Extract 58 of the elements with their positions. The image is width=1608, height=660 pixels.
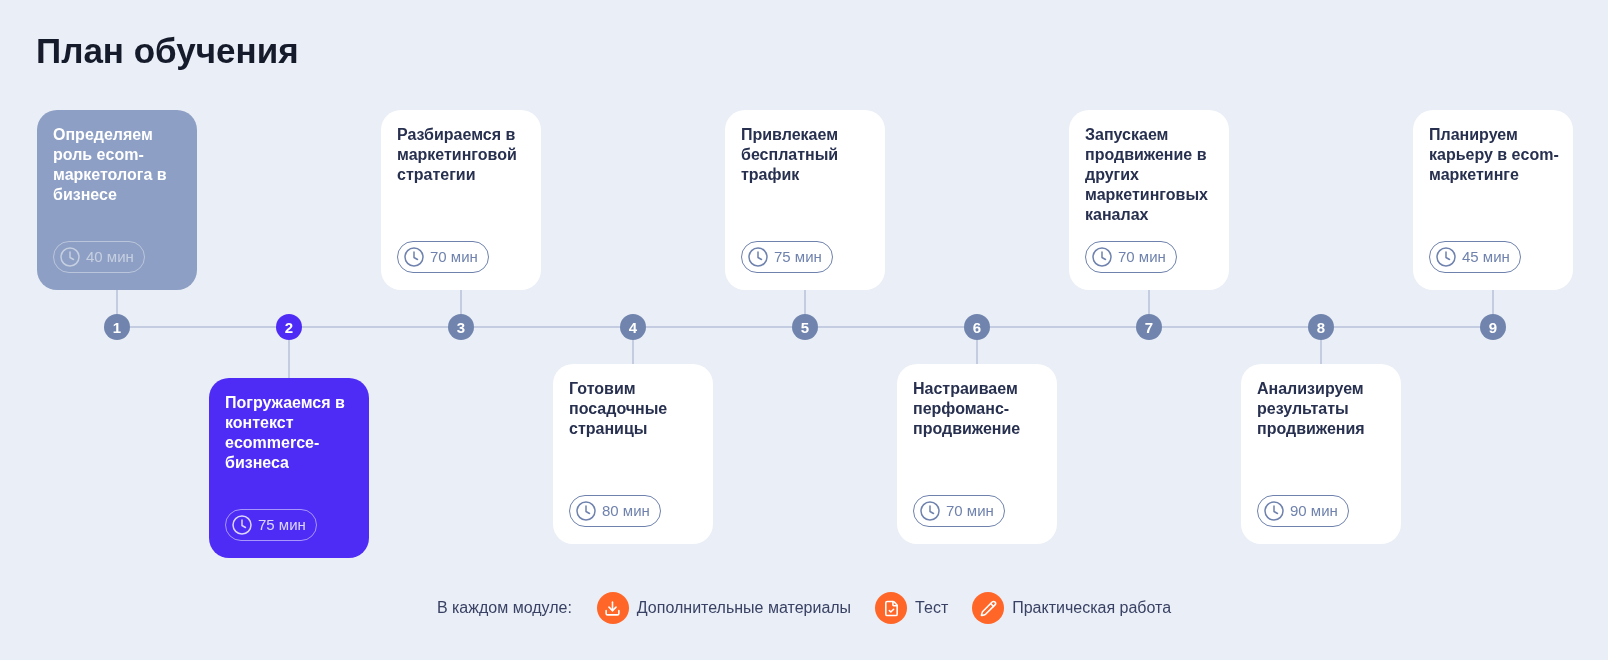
module-title: Анализируем результаты продвижения [1257, 379, 1366, 439]
module-card [1413, 110, 1573, 290]
step-marker: 1 [104, 314, 130, 340]
duration-label: 70 мин [946, 502, 994, 520]
connector-line [817, 326, 965, 328]
connector-line [301, 326, 449, 328]
duration-label: 40 мин [86, 248, 134, 266]
connector-line [1161, 326, 1309, 328]
module-card [1241, 364, 1401, 544]
connector-line [804, 289, 806, 315]
step-marker: 7 [1136, 314, 1162, 340]
duration-label: 45 мин [1462, 248, 1510, 266]
duration-label: 75 мин [774, 248, 822, 266]
connector-line [989, 326, 1137, 328]
step-marker: 2 [276, 314, 302, 340]
connector-line [460, 289, 462, 315]
connector-line [473, 326, 621, 328]
connector-line [1333, 326, 1481, 328]
connector-line [1148, 289, 1150, 315]
module-title: Разбираемся в маркетинговой стратегии [397, 125, 518, 185]
module-contents-item: Дополнительные материалы [636, 598, 852, 618]
connector-line [129, 326, 277, 328]
connector-line [116, 289, 118, 315]
connector-line [645, 326, 793, 328]
connector-line [1320, 339, 1322, 365]
step-marker: 6 [964, 314, 990, 340]
module-title: Определяем роль ecom-маркетолога в бизнесе [53, 125, 168, 205]
module-card [725, 110, 885, 290]
duration-label: 75 мин [258, 516, 306, 534]
connector-line [288, 339, 290, 379]
step-marker: 8 [1308, 314, 1334, 340]
page-title: План обучения [36, 31, 299, 71]
duration-label: 90 мин [1290, 502, 1338, 520]
module-contents-item: Практическая работа [1012, 598, 1172, 618]
module-card [897, 364, 1057, 544]
module-title: Готовим посадочные страницы [569, 379, 669, 439]
step-marker: 9 [1480, 314, 1506, 340]
step-marker: 4 [620, 314, 646, 340]
module-card [553, 364, 713, 544]
module-title: Погружаемся в контекст ecommerce-бизнеса [225, 393, 346, 473]
connector-line [1492, 289, 1494, 315]
step-marker: 5 [792, 314, 818, 340]
module-title: Планируем карьеру в ecom-маркетинге [1429, 125, 1560, 185]
module-title: Запускаем продвижение в других маркетинговых каналах [1085, 125, 1209, 225]
module-contents-caption: В каждом модуле: [436, 598, 572, 618]
module-card [209, 378, 369, 558]
step-marker: 3 [448, 314, 474, 340]
module-contents-item: Тест [915, 598, 949, 618]
module-card [381, 110, 541, 290]
module-title: Привлекаем бесплатный трафик [741, 125, 840, 185]
duration-label: 70 мин [1118, 248, 1166, 266]
module-card [37, 110, 197, 290]
duration-label: 80 мин [602, 502, 650, 520]
module-card [1069, 110, 1229, 290]
connector-line [632, 339, 634, 365]
duration-label: 70 мин [430, 248, 478, 266]
connector-line [976, 339, 978, 365]
module-title: Настраиваем перфоманс-продвижение [913, 379, 1022, 439]
